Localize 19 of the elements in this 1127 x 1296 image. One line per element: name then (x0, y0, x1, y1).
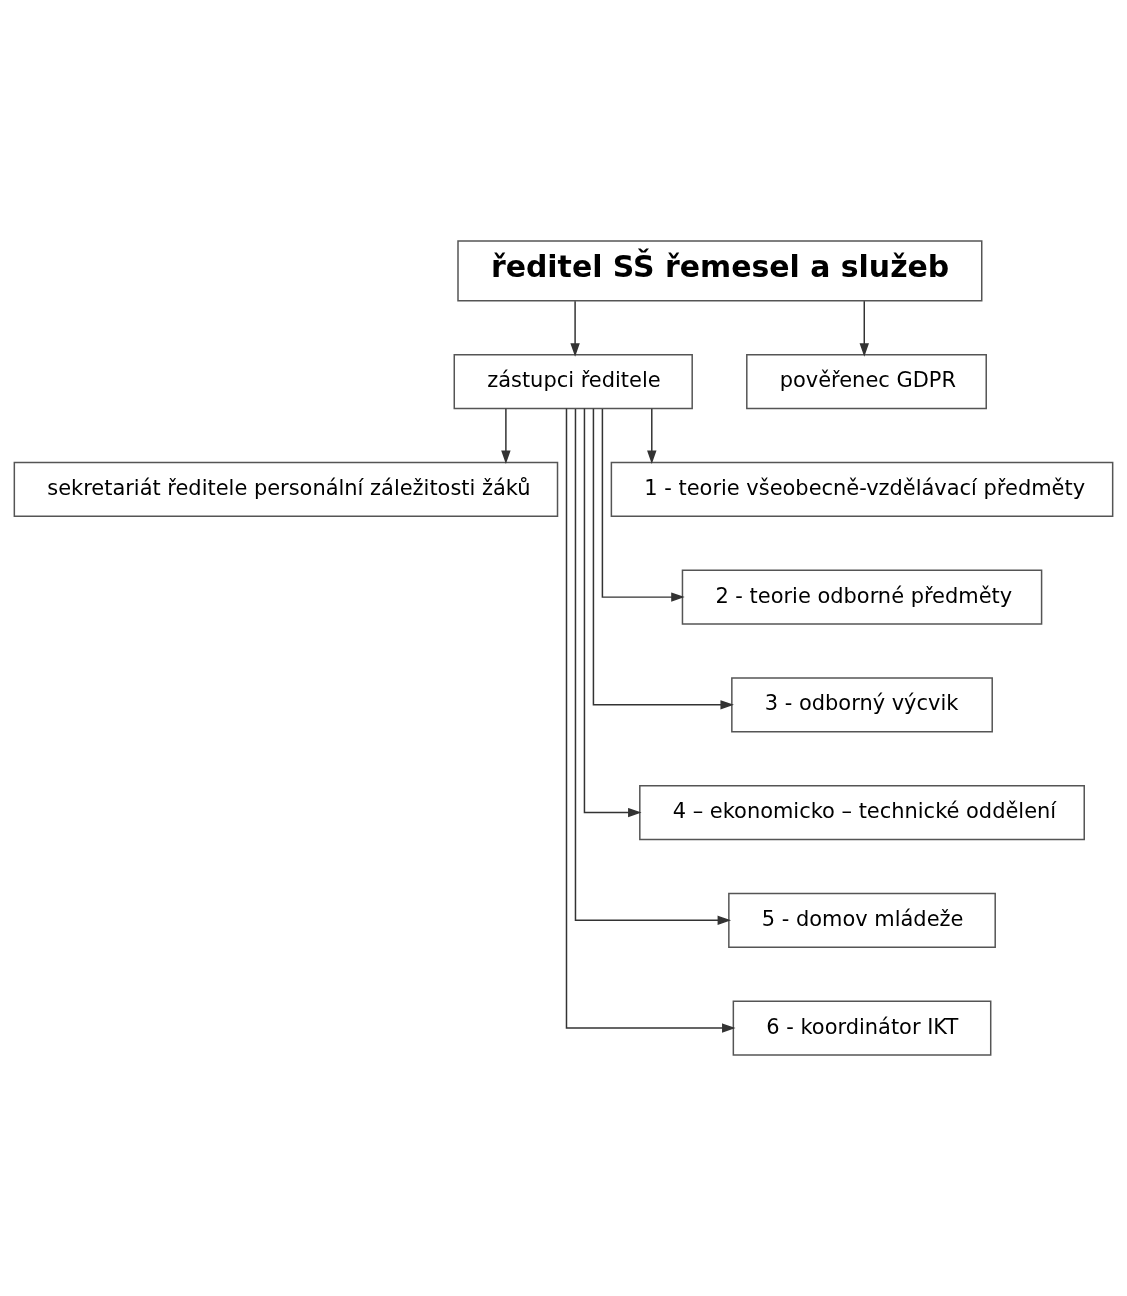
arrow (501, 408, 511, 465)
node-box: zástupci ředitele (453, 353, 693, 410)
node-box: 1 - teorie všeobecně-vzdělávací předměty (610, 461, 1114, 518)
arrow (647, 408, 657, 465)
node-box: 5 - domov mládeže (728, 892, 996, 949)
node-box: pověřenec GDPR (746, 353, 987, 410)
node-box: 4 – ekonomicko – technické oddělení (639, 784, 1085, 841)
arrow (570, 300, 580, 357)
arrow (583, 407, 642, 818)
node-box: ředitel SŠ řemesel a služeb (457, 240, 983, 302)
node-box: sekretariát ředitele personální záležitosti žáků (13, 461, 559, 518)
arrow (601, 408, 685, 602)
arrow (859, 300, 869, 357)
node-box: 2 - teorie odborné předměty (681, 569, 1043, 625)
node-box: 6 - koordinátor IKT (732, 1000, 992, 1056)
arrow (574, 408, 732, 926)
node-box: 3 - odborný výcvik (731, 677, 993, 733)
arrow (565, 407, 736, 1033)
arrow (592, 407, 734, 710)
